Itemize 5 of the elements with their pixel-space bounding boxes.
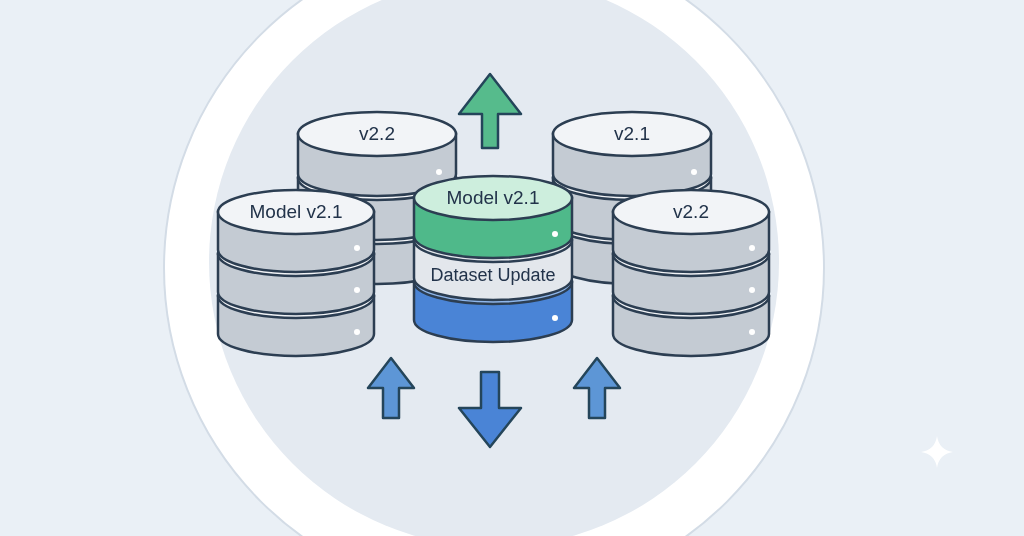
stack-label: Model v2.1 (249, 201, 343, 223)
stack-label: Model v2.1 (446, 187, 540, 209)
stack-label: v2.2 (359, 123, 395, 145)
stack-label: v2.1 (614, 123, 650, 145)
stack-label: v2.2 (673, 201, 709, 223)
